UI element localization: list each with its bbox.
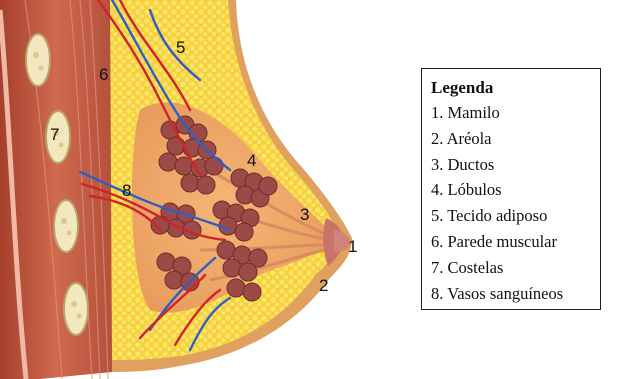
legend-title: Legenda: [431, 75, 600, 100]
legend-item: 8. Vasos sanguíneos: [431, 281, 600, 307]
legend-item: 7. Costelas: [431, 255, 600, 281]
legend-item: 5. Tecido adiposo: [431, 203, 600, 229]
legend-item: 6. Parede muscular: [431, 229, 600, 255]
label-parede: 6: [99, 65, 108, 84]
legend-item: 1. Mamilo: [431, 100, 600, 126]
label-mamilo: 1: [348, 237, 357, 256]
label-lobulos: 4: [247, 151, 256, 170]
label-areola: 2: [319, 276, 328, 295]
chest-wall: [0, 0, 112, 379]
label-tecido: 5: [176, 38, 185, 57]
legend-item: 2. Aréola: [431, 126, 600, 152]
label-costelas: 7: [50, 125, 59, 144]
legend-item: 4. Lóbulos: [431, 177, 600, 203]
label-vasos: 8: [122, 181, 131, 200]
rib: [26, 34, 50, 86]
rib: [54, 200, 78, 252]
legend-item: 3. Ductos: [431, 152, 600, 178]
label-ductos: 3: [300, 205, 309, 224]
rib: [64, 283, 88, 335]
legend: Legenda 1. Mamilo 2. Aréola 3. Ductos 4.…: [421, 68, 601, 310]
